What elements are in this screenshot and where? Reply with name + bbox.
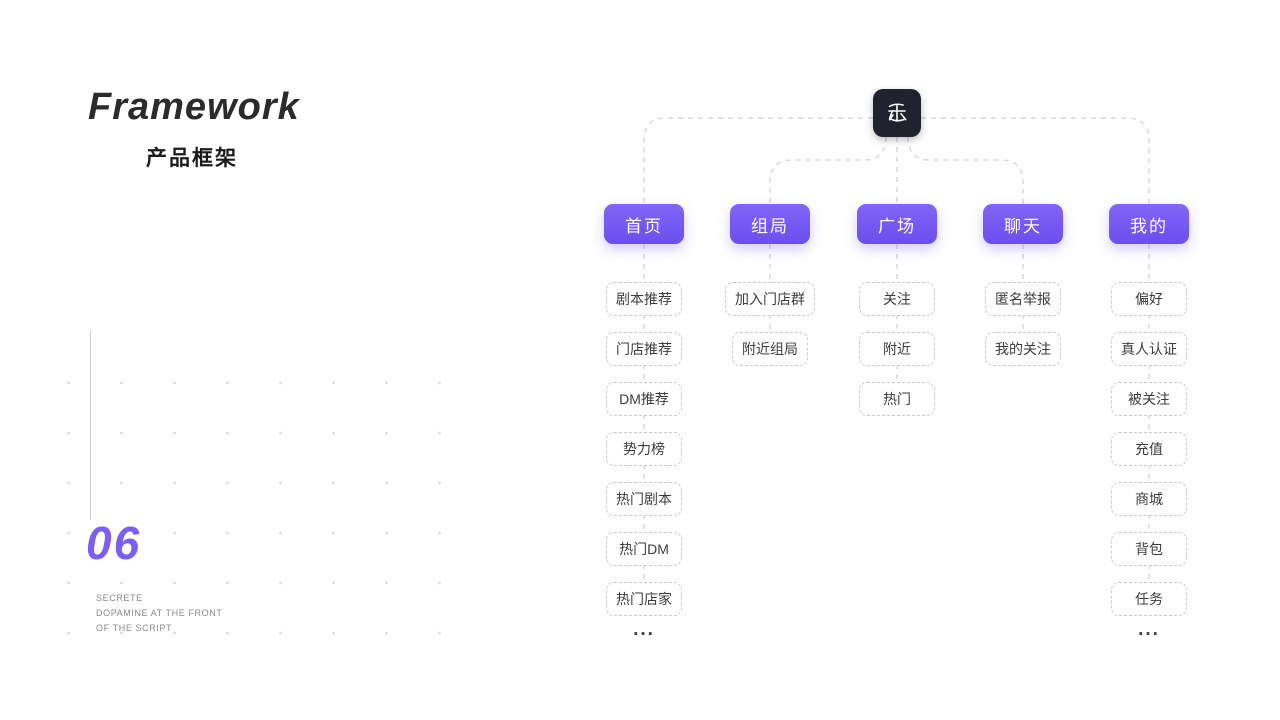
app-logo (873, 89, 921, 137)
framework-column-4: 聊天匿名举报我的关注 (983, 204, 1063, 366)
feature-item: 任务 (1111, 582, 1187, 616)
caption-line: SECRETE (96, 593, 143, 603)
page-subtitle: 产品框架 (146, 147, 238, 170)
feature-item: 热门DM (606, 532, 682, 566)
framework-column-5: 我的偏好真人认证被关注充值商城背包任务... (1109, 204, 1189, 640)
feature-item: 匿名举报 (985, 282, 1061, 316)
caption-line: OF THE SCRIPT (96, 623, 173, 633)
caption-text: SECRETE DOPAMINE AT THE FRONT OF THE SCR… (96, 591, 222, 636)
page-number: 06 (86, 517, 142, 569)
feature-item: 门店推荐 (606, 332, 682, 366)
feature-item: 热门 (859, 382, 935, 416)
feature-item: 充值 (1111, 432, 1187, 466)
feature-item: 热门店家 (606, 582, 682, 616)
feature-item: 我的关注 (985, 332, 1061, 366)
decorative-dot-grid (42, 358, 462, 670)
page-title: Framework (88, 86, 300, 128)
feature-item: 势力榜 (606, 432, 682, 466)
tab-plaza: 广场 (857, 204, 937, 244)
tab-home: 首页 (604, 204, 684, 244)
framework-column-1: 首页剧本推荐门店推荐 DM推荐势力榜热门剧本热门DM 热门店家... (604, 204, 684, 640)
tab-group: 组局 (730, 204, 810, 244)
feature-item: 偏好 (1111, 282, 1187, 316)
tab-mine: 我的 (1109, 204, 1189, 244)
feature-item: 加入门店群 (725, 282, 815, 316)
feature-item: 剧本推荐 (606, 282, 682, 316)
tab-chat: 聊天 (983, 204, 1063, 244)
feature-item: 附近 (859, 332, 935, 366)
framework-column-3: 广场关注附近热门 (857, 204, 937, 416)
more-ellipsis: ... (1138, 619, 1160, 640)
feature-item: 热门剧本 (606, 482, 682, 516)
feature-item: 附近组局 (732, 332, 808, 366)
feature-item: 关注 (859, 282, 935, 316)
feature-item: 背包 (1111, 532, 1187, 566)
framework-column-2: 组局加入门店群附近组局 (725, 204, 815, 366)
more-ellipsis: ... (633, 619, 655, 640)
feature-item: 商城 (1111, 482, 1187, 516)
feature-item: 真人认证 (1111, 332, 1187, 366)
feature-item: DM推荐 (606, 382, 682, 416)
feature-item: 被关注 (1111, 382, 1187, 416)
app-logo-mark-icon (888, 103, 907, 122)
caption-line: DOPAMINE AT THE FRONT (96, 608, 223, 618)
